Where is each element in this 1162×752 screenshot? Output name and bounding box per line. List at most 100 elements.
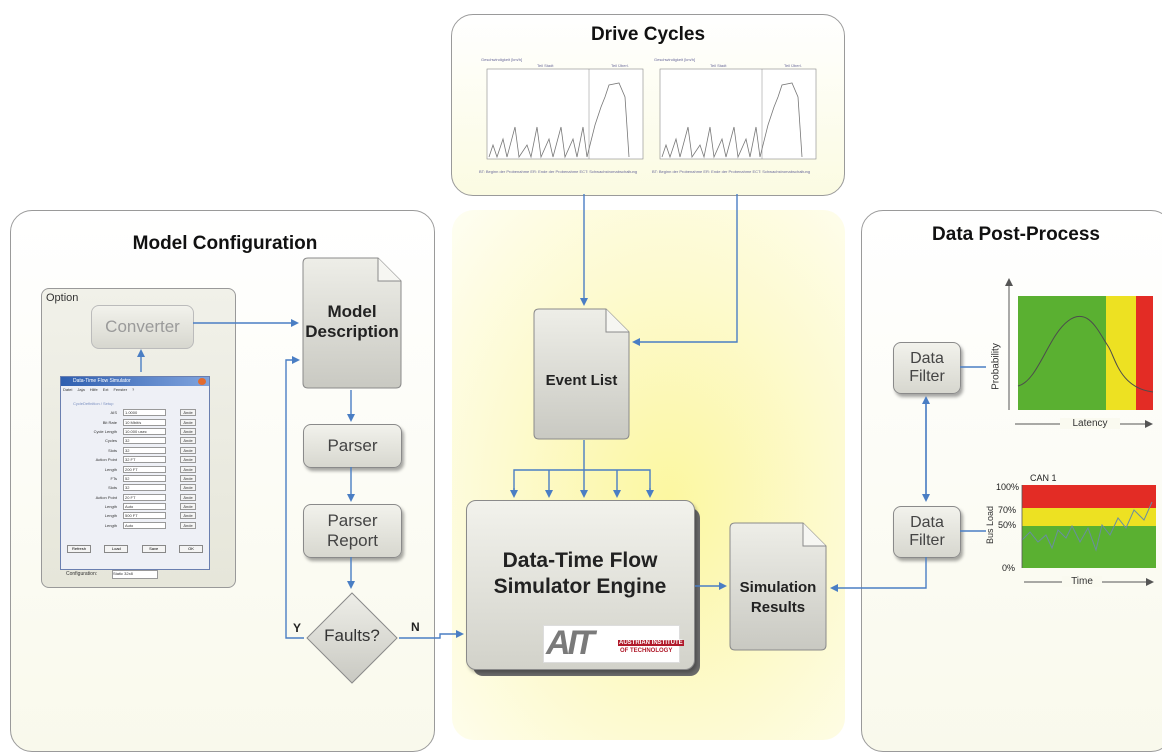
save-button[interactable]: Save [141,545,166,553]
drive-cycle-city-left: Teil Stadt [537,63,554,68]
config-row: Cycle Length 10.000 usec Ände [65,427,205,436]
menu-item[interactable]: Fenster [113,387,128,392]
config-row-value[interactable]: Auto [123,521,166,529]
config-row-value[interactable]: Auto [123,503,166,511]
load-button[interactable]: Load [104,545,129,553]
ok-button[interactable]: OK [178,545,203,553]
latency-x-label: Latency [1060,418,1120,429]
data-filter-box-top: Data Filter [893,342,961,394]
config-row-label: Length [104,513,117,519]
busload-red-band [1022,485,1156,508]
engine-label: Data-Time Flow Simulator Engine [493,549,667,598]
drive-cycle-plot-right [659,68,817,160]
drive-cycle-chart-left: Geschwindigkeit [km/h] Teil Stadt Teil Ü… [479,57,649,179]
config-row-button[interactable]: Ände [180,474,196,482]
ait-logo-line1: AUSTRIAN INSTITUTE [618,640,684,646]
config-row-label: Slots [108,447,117,453]
latency-red-band [1136,296,1153,410]
config-row: Bit Rate 10 Mbit/s Ände [65,417,205,426]
config-row-label: Cycles [104,438,117,444]
busload-yellow-band [1022,508,1156,526]
converter-box[interactable]: Converter [91,305,194,349]
config-row-label: FTs [110,475,117,481]
drive-cycles-title: Drive Cycles [590,24,706,45]
menu-item[interactable]: Hilfe [89,387,98,392]
latency-curve [1017,315,1154,393]
config-row-label: AIS [110,410,117,416]
busload-tick-0: 0% [1002,563,1016,573]
config-window-titlebar [61,377,209,386]
config-row-value[interactable]: 20 FT [123,493,166,501]
config-row-button[interactable]: Ände [180,418,196,426]
refresh-button[interactable]: Refresh [67,545,91,553]
drive-cycle-chart-right: Geschwindigkeit [km/h] Teil Stadt Teil Ü… [652,57,822,179]
drive-cycle-title-right: Geschwindigkeit [km/h] [654,57,696,62]
ait-logo: AIT AUSTRIAN INSTITUTE OF TECHNOLOGY [543,624,684,663]
busload-chart [1021,485,1156,568]
busload-tick-70: 70% [998,505,1017,515]
config-menu-bar: Datei Jaja Hilfe Ext Fenster ? [63,387,207,393]
config-row-button[interactable]: Ände [180,512,196,520]
document-icon [302,257,402,389]
config-window: Data-Time Flow Simulator Datei Jaja Hilf… [60,376,210,570]
config-row: Slots 32 Ände [65,446,205,455]
config-row-value[interactable]: 32 [123,437,166,445]
drive-cycle-title-left: Geschwindigkeit [km/h] [481,57,523,62]
config-row-button[interactable]: Ände [180,521,196,529]
config-row-label: Action Point [95,494,117,500]
config-row-button[interactable]: Ände [180,493,196,501]
menu-item[interactable]: Ext [102,387,109,392]
simulation-results-label: Simulation Results [739,579,817,616]
config-row-button[interactable]: Ände [180,427,196,435]
config-row-label: Cycle Length [93,428,117,434]
drive-cycle-footer-right: BT: Beginn der Probenahme ER: Ende der P… [652,169,811,174]
config-row-button[interactable]: Ände [180,446,196,454]
config-row: Cycles 32 Ände [65,436,205,445]
config-row: Action Point 32 FT Ände [65,455,205,464]
menu-item[interactable]: ? [132,387,135,392]
simulation-results-doc: Simulation Results [729,522,827,651]
config-row: FTs 52 Ände [65,474,205,483]
menu-item[interactable]: Datei [63,387,73,392]
faults-decision [306,592,398,684]
config-row-button[interactable]: Ände [180,456,196,464]
latency-green-band [1018,296,1106,410]
event-list-label: Event List [545,371,618,389]
data-post-process-title: Data Post-Process [932,224,1100,245]
config-row: Length Auto Ände [65,502,205,511]
config-row: Slots 32 Ände [65,483,205,492]
config-row-value[interactable]: 10.000 usec [123,427,166,435]
drive-cycle-city-right: Teil Stadt [710,63,727,68]
model-description-doc: Model Description [302,257,402,389]
config-row: Length 500 FT Ände [65,511,205,520]
config-row-label: Length [104,504,117,510]
parser-box: Parser [303,424,402,468]
no-label: N [411,620,420,634]
config-row-value[interactable]: 500 FT [123,512,166,520]
configuration-value[interactable]: Static 32x8 [112,570,158,579]
document-icon [729,522,827,651]
busload-x-label: Time [1062,576,1102,587]
ait-logo-line2: OF TECHNOLOGY [620,648,673,654]
config-row-value[interactable]: 200 FT [123,465,166,473]
drive-cycle-extra-left: Teil Überl. [611,63,629,68]
config-row-button[interactable]: Ände [180,484,196,492]
config-row-button[interactable]: Ände [180,465,196,473]
config-row-button[interactable]: Ände [180,437,196,445]
config-row-value[interactable]: 1.0000 [123,409,166,417]
busload-curve [1021,501,1153,552]
config-row-value[interactable]: 32 [123,484,166,492]
config-row: Length 200 FT Ände [65,464,205,473]
menu-item[interactable]: Jaja [77,387,85,392]
config-row-value[interactable]: 10 Mbit/s [123,418,166,426]
config-row-button[interactable]: Ände [180,409,196,417]
config-row-button[interactable]: Ände [180,503,196,511]
config-row-value[interactable]: 32 FT [123,456,166,464]
config-row: AIS 1.0000 Ände [65,408,205,417]
config-row-value[interactable]: 52 [123,474,166,482]
close-icon[interactable] [198,378,206,385]
config-row-value[interactable]: 32 [123,446,166,454]
config-window-buttons: Refresh Load Save OK [67,545,203,553]
latency-chart [1005,278,1154,428]
